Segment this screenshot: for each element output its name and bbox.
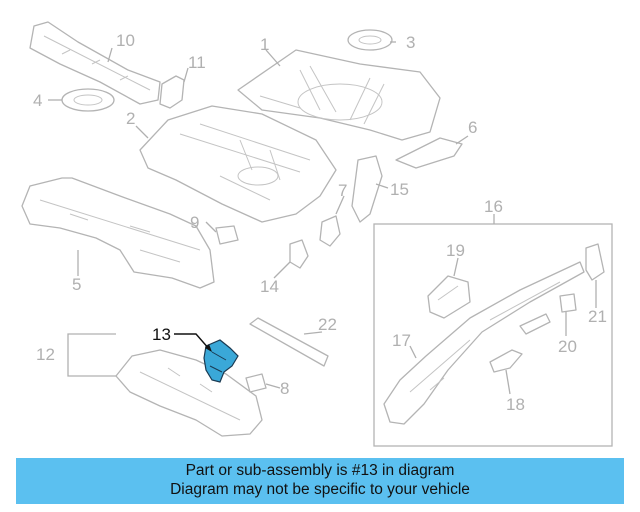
- part-7-drawing: [319, 215, 341, 247]
- part-3-drawing: [347, 29, 393, 51]
- banner-disclaimer: Diagram may not be specific to your vehi…: [170, 481, 470, 498]
- callout-12: 12: [36, 345, 55, 364]
- callout-7: 7: [338, 181, 347, 200]
- part-16-group-box: [373, 223, 613, 447]
- part-9-drawing: [215, 225, 239, 245]
- part-8-drawing: [245, 373, 267, 393]
- part-13-drawing: [203, 339, 239, 383]
- info-banner: Part or sub-assembly is #13 in diagram D…: [16, 458, 624, 504]
- part-20-drawing: [559, 293, 577, 313]
- callout-11: 11: [188, 53, 206, 72]
- part-1-drawing: [237, 49, 441, 141]
- part-15-drawing: [351, 155, 383, 223]
- part-17-drawing: [383, 261, 585, 425]
- part-12-drawing: [115, 349, 263, 437]
- part-18-drawing: [489, 349, 523, 373]
- callout-18: 18: [506, 395, 525, 414]
- banner-part-info: Part or sub-assembly is #13 in diagram: [185, 462, 455, 479]
- callout-4: 4: [33, 91, 42, 110]
- part-16-bracket-drawing: [519, 313, 551, 335]
- callout-9: 9: [190, 213, 199, 232]
- callout-13: 13: [152, 325, 171, 344]
- callout-5: 5: [72, 275, 81, 294]
- callout-20: 20: [558, 337, 577, 356]
- part-21-drawing: [585, 243, 605, 281]
- part-5-drawing: [21, 177, 215, 289]
- callout-1: 1: [260, 35, 269, 54]
- callout-8: 8: [280, 379, 289, 398]
- part-4-drawing: [61, 88, 115, 112]
- callout-22: 22: [318, 315, 337, 334]
- callout-19: 19: [446, 241, 465, 260]
- callout-14: 14: [260, 277, 279, 296]
- leader-13: [174, 333, 212, 352]
- part-2-drawing: [139, 105, 337, 223]
- callout-16: 16: [484, 197, 503, 216]
- callout-15: 15: [390, 180, 409, 199]
- callout-6: 6: [468, 118, 477, 137]
- callout-21: 21: [588, 307, 607, 326]
- callout-3: 3: [406, 33, 415, 52]
- leader-lines: [48, 41, 597, 395]
- part-10-drawing: [29, 21, 161, 105]
- callout-2: 2: [126, 109, 135, 128]
- part-14-drawing: [289, 239, 309, 269]
- callout-10: 10: [116, 31, 135, 50]
- part-6-drawing: [395, 137, 463, 169]
- part-19-drawing: [427, 275, 471, 319]
- part-11-drawing: [159, 75, 185, 109]
- part-22-drawing: [249, 317, 329, 367]
- callout-17: 17: [392, 331, 411, 350]
